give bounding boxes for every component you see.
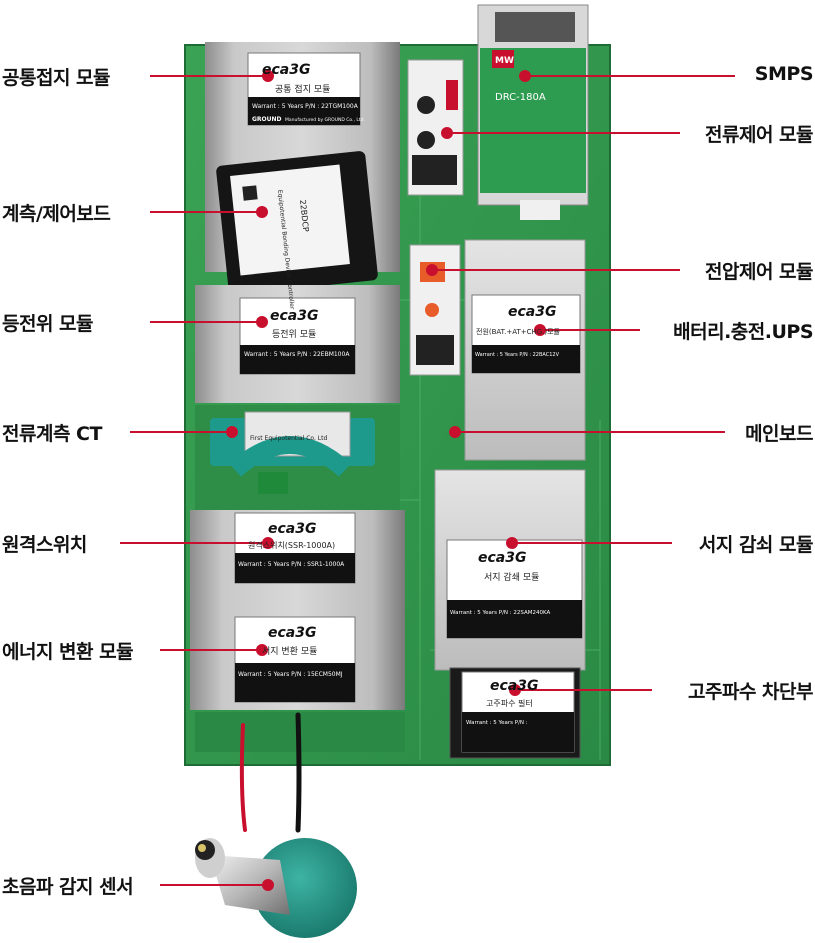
leader-lines-left [120, 70, 274, 891]
equipotential-module [195, 285, 400, 403]
battery-spec: Warrant : 5 Years P/N : 22BAC12V [475, 352, 560, 358]
remote-switch-name: 원격스위치(SSR-1000A) [248, 540, 335, 550]
brand-logo-surge: eca3G [478, 550, 526, 566]
label-hf-block: 고주파수 차단부 [688, 681, 813, 703]
remote-switch-module [190, 510, 405, 620]
brand-logo-energy: eca3G [268, 625, 316, 641]
sensor-cables [239, 712, 302, 833]
ultrasonic-sensor [195, 838, 357, 938]
label-equipotential: 등전위 모듈 [2, 313, 94, 335]
brand-logo-equipotential: eca3G [270, 308, 318, 324]
brand-logo-battery: eca3G [508, 304, 556, 320]
equipotential-spec: Warrant : 5 Years P/N : 22EBM100A [244, 351, 350, 358]
battery-name: 전원(BAT.+AT+CHG.)모듈 [476, 327, 561, 336]
label-current-control: 전류제어 모듈 [705, 124, 814, 146]
maker-name: GROUND [252, 116, 282, 123]
energy-name: 서지 변환 모듈 [262, 645, 317, 657]
common-ground-name: 공통 접지 모듈 [275, 83, 330, 95]
smps [477, 4, 589, 220]
battery-ups-module [464, 239, 586, 461]
label-main-board: 메인보드 [745, 423, 813, 445]
label-ultrasonic-sensor: 초음파 감지 센서 [2, 876, 134, 898]
brand-logo-hf: eca3G [490, 678, 538, 694]
label-battery-ups: 배터리.충전.UPS [673, 321, 813, 343]
remote-switch-spec: Warrant : 5 Years P/N : SSR1-1000A [238, 561, 345, 568]
control-board-pn: 22BDCP [298, 199, 310, 232]
label-energy-conversion: 에너지 변환 모듈 [2, 641, 134, 663]
common-ground-spec: Warrant : 5 Years P/N : 22TGM100A [252, 103, 359, 110]
control-board [216, 151, 378, 295]
maker-line: Manufactured by GROUND Co., Ltd. [285, 117, 365, 123]
ct-sensor [195, 405, 400, 510]
smps-brand: MW [495, 56, 514, 66]
energy-spec: Warrant : 5 Years P/N : 15ECM50MJ [238, 671, 343, 678]
surge-name: 서지 감쇄 모듈 [484, 571, 539, 583]
surge-spec: Warrant : 5 Years P/N : 22SAM240KA [450, 610, 550, 616]
label-smps: SMPS [754, 63, 814, 85]
hf-spec: Warrant : 5 Years P/N : [466, 720, 528, 726]
brand-logo-remote: eca3G [268, 521, 316, 537]
ct-maker: First Equipotential Co. Ltd [250, 435, 327, 442]
smps-model: DRC-180A [495, 92, 546, 103]
brand-logo: eca3G [262, 62, 310, 78]
equipotential-name: 등전위 모듈 [272, 329, 316, 340]
current-control-module [407, 59, 464, 196]
voltage-control-module [409, 244, 461, 376]
leader-lines-right [426, 70, 735, 696]
surge-module [434, 469, 586, 671]
label-voltage-control: 전압제어 모듈 [705, 261, 814, 283]
hf-name: 고주파수 필터 [486, 698, 533, 708]
label-common-ground: 공통접지 모듈 [2, 67, 111, 89]
label-surge: 서지 감쇠 모듈 [698, 534, 814, 556]
label-remote-switch: 원격스위치 [2, 534, 87, 556]
label-control-board: 계측/제어보드 [2, 203, 111, 225]
label-ct: 전류계측 CT [2, 423, 102, 445]
